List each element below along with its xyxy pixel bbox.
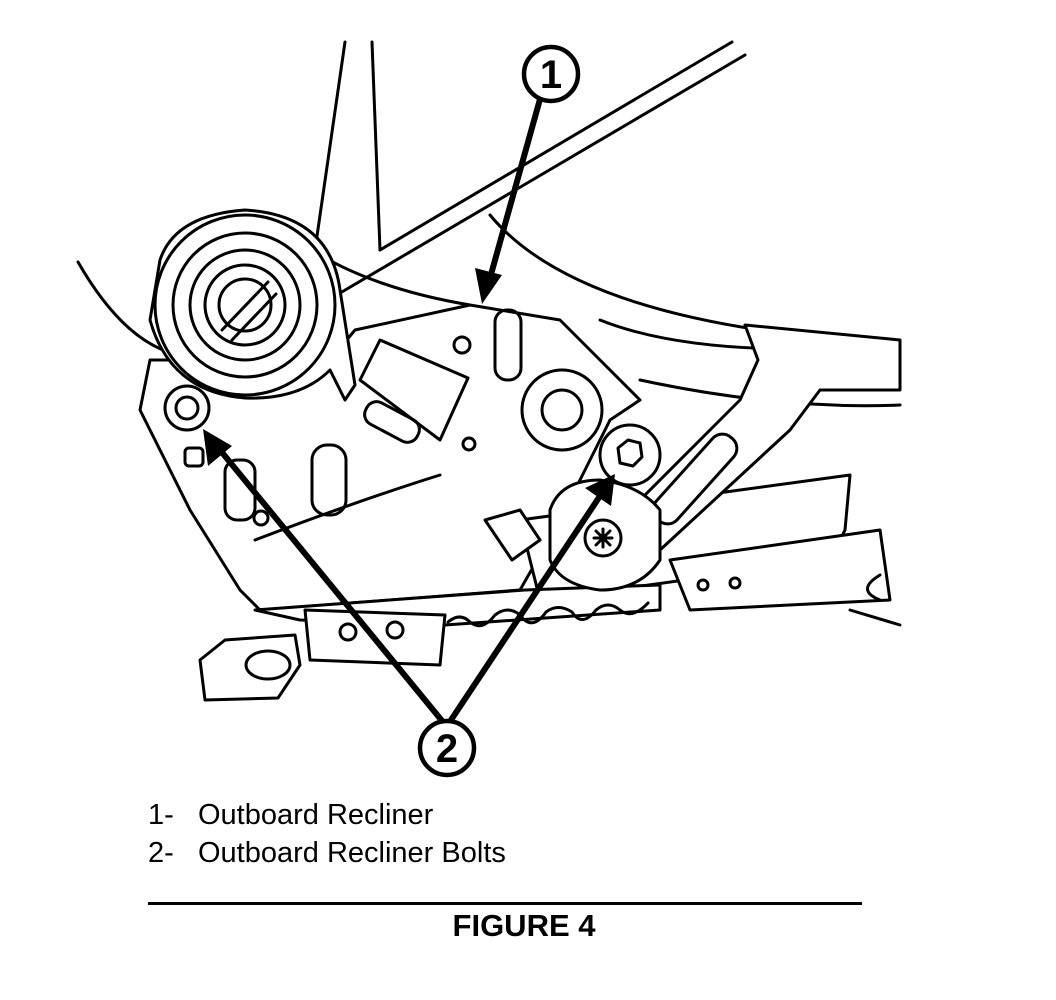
pivot-bushing xyxy=(520,368,604,452)
legend-text: Outboard Recliner xyxy=(198,799,434,831)
callout-2: 2 xyxy=(417,718,477,778)
release-bracket xyxy=(358,338,470,444)
callout-1-label: 1 xyxy=(540,53,562,97)
callout-leaders xyxy=(203,89,615,725)
legend-number: 2- xyxy=(148,837,174,869)
legend-item: 1- Outboard Recliner xyxy=(148,796,506,834)
callout-1: 1 xyxy=(521,44,581,104)
figure-caption: FIGURE 4 xyxy=(452,908,596,943)
legend-item: 2- Outboard Recliner Bolts xyxy=(148,834,506,872)
legend-text: Outboard Recliner Bolts xyxy=(198,837,506,869)
seat-back-outline xyxy=(76,40,762,359)
callout-2-label: 2 xyxy=(436,727,458,771)
caption-divider xyxy=(148,902,862,905)
legend-number: 1- xyxy=(148,799,174,831)
recliner-bolts xyxy=(163,384,662,487)
rear-recliner-bolt xyxy=(163,384,211,432)
seat-recliner-diagram: 1 2 xyxy=(76,40,902,778)
legend: 1- Outboard Recliner 2- Outboard Recline… xyxy=(148,796,506,872)
front-recliner-bolt xyxy=(598,423,662,487)
lower-link-plate xyxy=(483,478,662,592)
recliner-spring xyxy=(148,208,357,402)
